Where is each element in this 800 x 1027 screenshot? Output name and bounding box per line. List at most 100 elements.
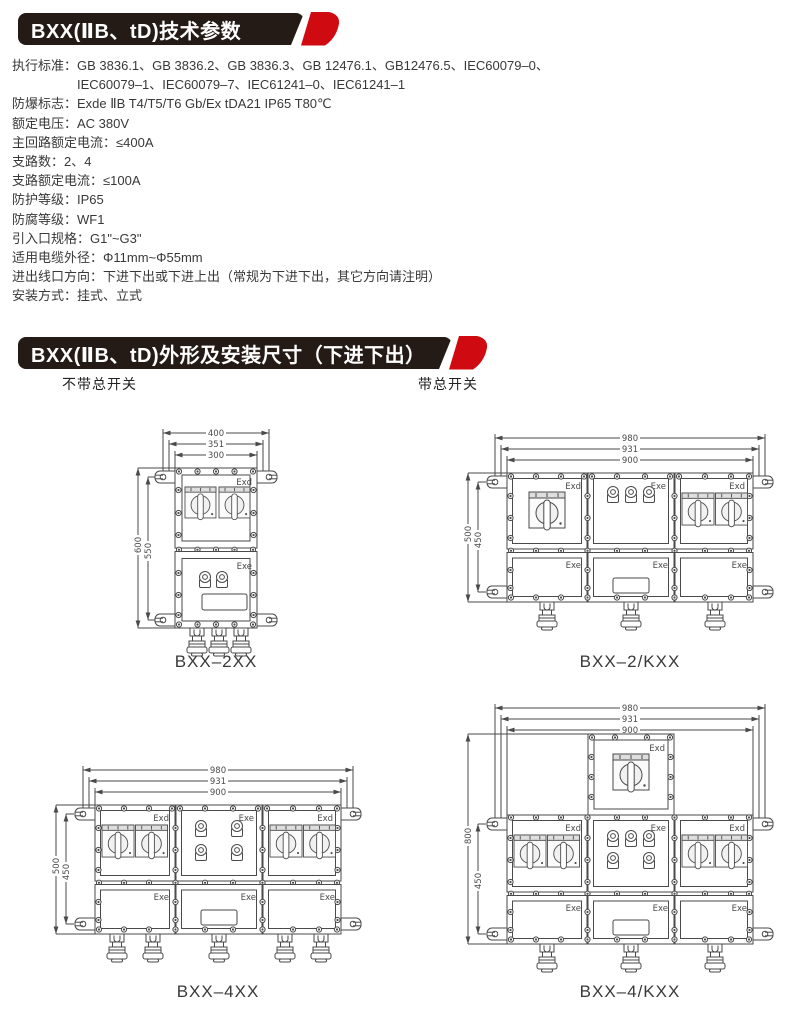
dim-label: 450	[474, 532, 484, 548]
rotary-switch-icon	[184, 486, 217, 521]
dim-label: 931	[210, 777, 226, 787]
exd-label: Exd	[236, 478, 252, 488]
indicator-lamp-icon	[607, 486, 619, 503]
exe-label: Exe	[239, 814, 254, 824]
indicator-lamp-icon	[643, 830, 655, 847]
cable-gland-icon	[142, 933, 164, 963]
drawing-bxx4kxx: 980 931 900 800 450 Exd	[463, 703, 774, 973]
banner-red-accent-icon	[449, 336, 488, 370]
rotary-switch-icon	[681, 492, 715, 528]
dim-label: 550	[144, 543, 154, 559]
drawing-bxx4xx: 980 931 900 500 450 Exd Exe Exd	[51, 765, 362, 963]
spec-line: IEC60079–1、IEC60079–7、IEC61241–0、IEC6124…	[77, 77, 406, 93]
mounting-ear-icon	[486, 475, 508, 489]
caption-bxx2kxx: BXX–2/KXX	[579, 652, 681, 671]
indicator-lamp-icon	[643, 852, 655, 869]
exe-label: Exe	[237, 562, 252, 572]
mounting-ear-icon	[486, 585, 508, 599]
drawing-bxx2xx: 400 351 300 600 550 Exd	[133, 428, 278, 657]
indicator-lamp-icon	[195, 820, 207, 837]
exd-label: Exd	[565, 482, 581, 492]
exe-label: Exe	[651, 482, 666, 492]
spec-line: 防腐等级：WF1	[12, 211, 105, 227]
mounting-ear-icon	[74, 917, 96, 931]
indicator-lamp-icon	[625, 486, 637, 503]
spec-line: 支路额定电流：≤100A	[12, 173, 141, 189]
dim-label: 980	[210, 766, 226, 776]
indicator-lamp-icon	[607, 852, 619, 869]
mounting-ear-icon	[752, 475, 774, 489]
dim-label: 450	[62, 864, 72, 880]
spec-line: 防护等级：IP65	[12, 192, 104, 208]
spec-line: 支路数：2、4	[12, 154, 92, 170]
cable-gland-icon	[704, 943, 726, 973]
dim-label: 600	[134, 537, 144, 553]
spec-list: 执行标准：GB 3836.1、GB 3836.2、GB 3836.3、GB 12…	[12, 56, 792, 306]
exe-label: Exe	[320, 893, 335, 903]
height-dimensions: 500 450	[51, 804, 95, 935]
spec-line: 执行标准：GB 3836.1、GB 3836.2、GB 3836.3、GB 12…	[12, 58, 549, 73]
indicator-lamp-icon	[199, 571, 211, 588]
indicator-lamp-icon	[643, 486, 655, 503]
caption-bxx4xx: BXX–4XX	[176, 982, 260, 1001]
width-dimensions: 980 931 900	[494, 703, 766, 824]
mounting-ear-icon	[256, 613, 278, 627]
rotary-switch-icon	[135, 824, 168, 860]
indicator-lamp-icon	[216, 571, 228, 588]
mounting-ear-icon	[154, 613, 176, 627]
spec-line: 额定电压：AC 380V	[12, 115, 130, 131]
indicator-lamp-icon	[231, 820, 243, 837]
dim-label: 300	[208, 451, 224, 461]
exe-label: Exe	[651, 824, 666, 834]
rotary-switch-icon	[528, 491, 566, 531]
nameplate	[201, 593, 248, 611]
exd-label: Exd	[729, 482, 745, 492]
dimensions-section-banner: BXX(ⅡB、tD)外形及安装尺寸（下进下出）	[18, 336, 488, 370]
mounting-ear-icon	[340, 917, 362, 931]
caption-bxx4kxx: BXX–4/KXX	[579, 982, 681, 1001]
mounting-ear-icon	[752, 817, 774, 831]
height-dimensions: 500 450	[463, 472, 507, 603]
rotary-switch-icon	[547, 834, 580, 870]
exd-label: Exd	[317, 814, 333, 824]
nameplate	[200, 909, 238, 926]
rotary-switch-icon	[715, 492, 748, 528]
width-dimensions: 980 931 900	[82, 765, 354, 812]
dim-label: 980	[622, 434, 638, 444]
nameplate	[612, 577, 650, 594]
mounting-ear-icon	[256, 470, 278, 484]
mounting-ear-icon	[752, 585, 774, 599]
cable-gland-icon	[106, 933, 128, 963]
dim-label: 450	[474, 873, 484, 889]
exe-label: Exe	[154, 893, 169, 903]
rotary-switch-icon	[715, 834, 748, 870]
spec-line: 防爆标志：Exde ⅡB T4/T5/T6 Gb/Ex tDA21 IP65 T…	[12, 96, 332, 112]
exe-label: Exe	[732, 561, 747, 571]
indicator-lamp-icon	[231, 844, 243, 861]
spec-line: 进出线口方向：下进下出或下进上出（常规为下进下出，其它方向请注明）	[12, 269, 442, 285]
rotary-switch-icon	[269, 824, 303, 860]
cable-gland-icon	[536, 601, 558, 631]
column-label-without-main-switch: 不带总开关	[62, 376, 137, 392]
indicator-lamp-icon	[195, 844, 207, 861]
rotary-switch-icon	[303, 824, 336, 860]
column-label-with-main-switch: 带总开关	[418, 376, 478, 392]
mounting-ear-icon	[154, 470, 176, 484]
exe-label: Exe	[566, 904, 581, 914]
params-section-title: BXX(ⅡB、tD)技术参数	[31, 20, 242, 43]
dim-label: 500	[52, 858, 62, 874]
rotary-switch-icon	[101, 824, 135, 860]
exe-label: Exe	[653, 904, 668, 914]
mounting-ear-icon	[74, 807, 96, 821]
caption-bxx2xx: BXX–2XX	[174, 652, 258, 671]
exd-label: Exd	[565, 824, 581, 834]
indicator-lamp-icon	[607, 830, 619, 847]
cable-gland-icon	[704, 601, 726, 631]
spec-line: 安装方式：挂式、立式	[12, 288, 143, 304]
mounting-ear-icon	[486, 927, 508, 941]
cable-gland-icon	[620, 601, 642, 631]
cable-gland-icon	[310, 933, 332, 963]
mounting-ear-icon	[752, 927, 774, 941]
dim-label: 980	[622, 704, 638, 714]
